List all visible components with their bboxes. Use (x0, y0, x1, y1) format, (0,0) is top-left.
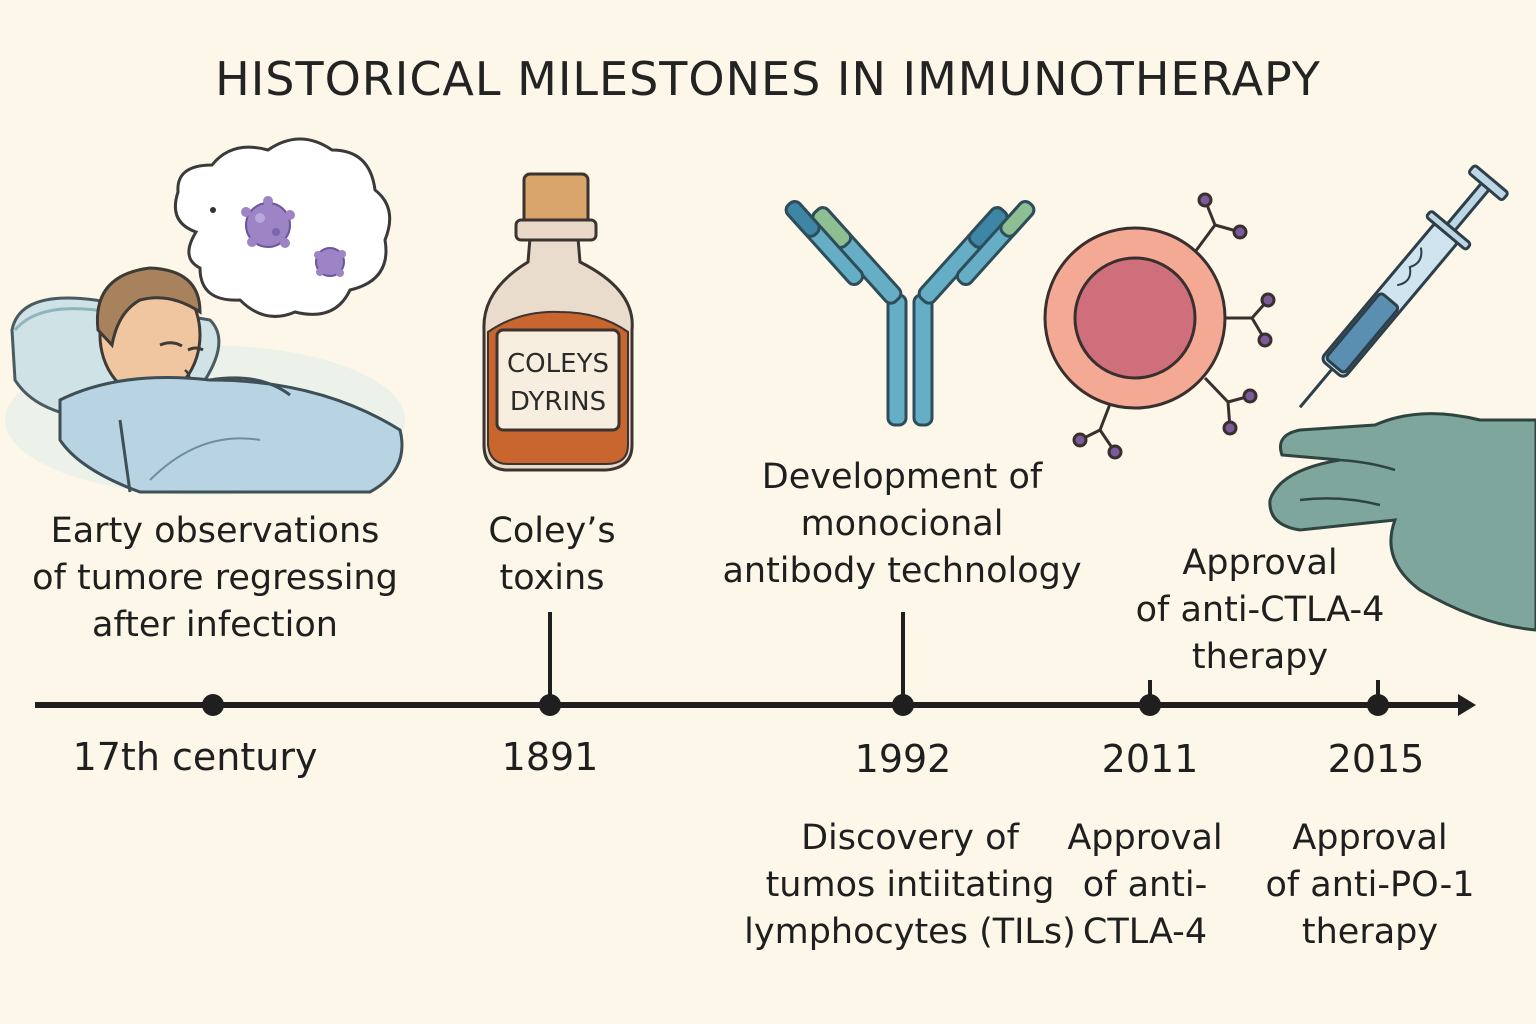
timeline (35, 612, 1476, 716)
year-label-1992: 1992 (854, 737, 952, 781)
syringe-icon (1298, 164, 1509, 409)
gloved-hand-icon (1268, 412, 1536, 632)
year-label-17th-century: 17th century (72, 735, 318, 779)
virus-icon (241, 196, 295, 248)
milestone-label-2011-top: Approval of anti-CTLA-4 therapy (1135, 543, 1385, 677)
timeline-dot-1992 (892, 694, 914, 716)
timeline-dot-1891 (539, 694, 561, 716)
milestone-label-17th-century: Earty observations of tumore regressing … (32, 511, 398, 645)
year-label-1891: 1891 (501, 735, 599, 779)
coleys-toxins-bottle-illustration: COLEYS DYRINS (482, 172, 634, 472)
year-label-2011: 2011 (1101, 737, 1199, 781)
milestone-label-2015-bottom: Approval of anti-PO-1 therapy (1265, 818, 1475, 952)
bottle-label-line-2: DYRINS (510, 387, 606, 417)
milestone-label-1992-bottom: Discovery of tumos intiitating lymphocyt… (744, 818, 1076, 952)
timeline-dot-17th-century (202, 694, 224, 716)
thought-cloud-icon (173, 137, 392, 318)
bottle-label-line-1: COLEYS (507, 349, 609, 379)
t-cell-icon (1043, 192, 1276, 460)
milestone-label-1891: Coley’s toxins (488, 511, 616, 598)
diagram-title: HISTORICAL MILESTONES IN IMMUNOTHERAPY (215, 52, 1321, 106)
year-label-2015: 2015 (1327, 737, 1425, 781)
timeline-dot-2015 (1367, 694, 1389, 716)
milestone-label-2011-bottom: Approval of anti- CTLA-4 (1067, 818, 1223, 952)
antibody-icon (784, 200, 1036, 427)
virus-icon (314, 247, 346, 277)
patient-in-bed-illustration (5, 266, 405, 495)
timeline-dot-2011 (1139, 694, 1161, 716)
timeline-arrowhead (1458, 694, 1476, 716)
milestone-label-1992: Development of monocional antibody techn… (722, 457, 1082, 591)
